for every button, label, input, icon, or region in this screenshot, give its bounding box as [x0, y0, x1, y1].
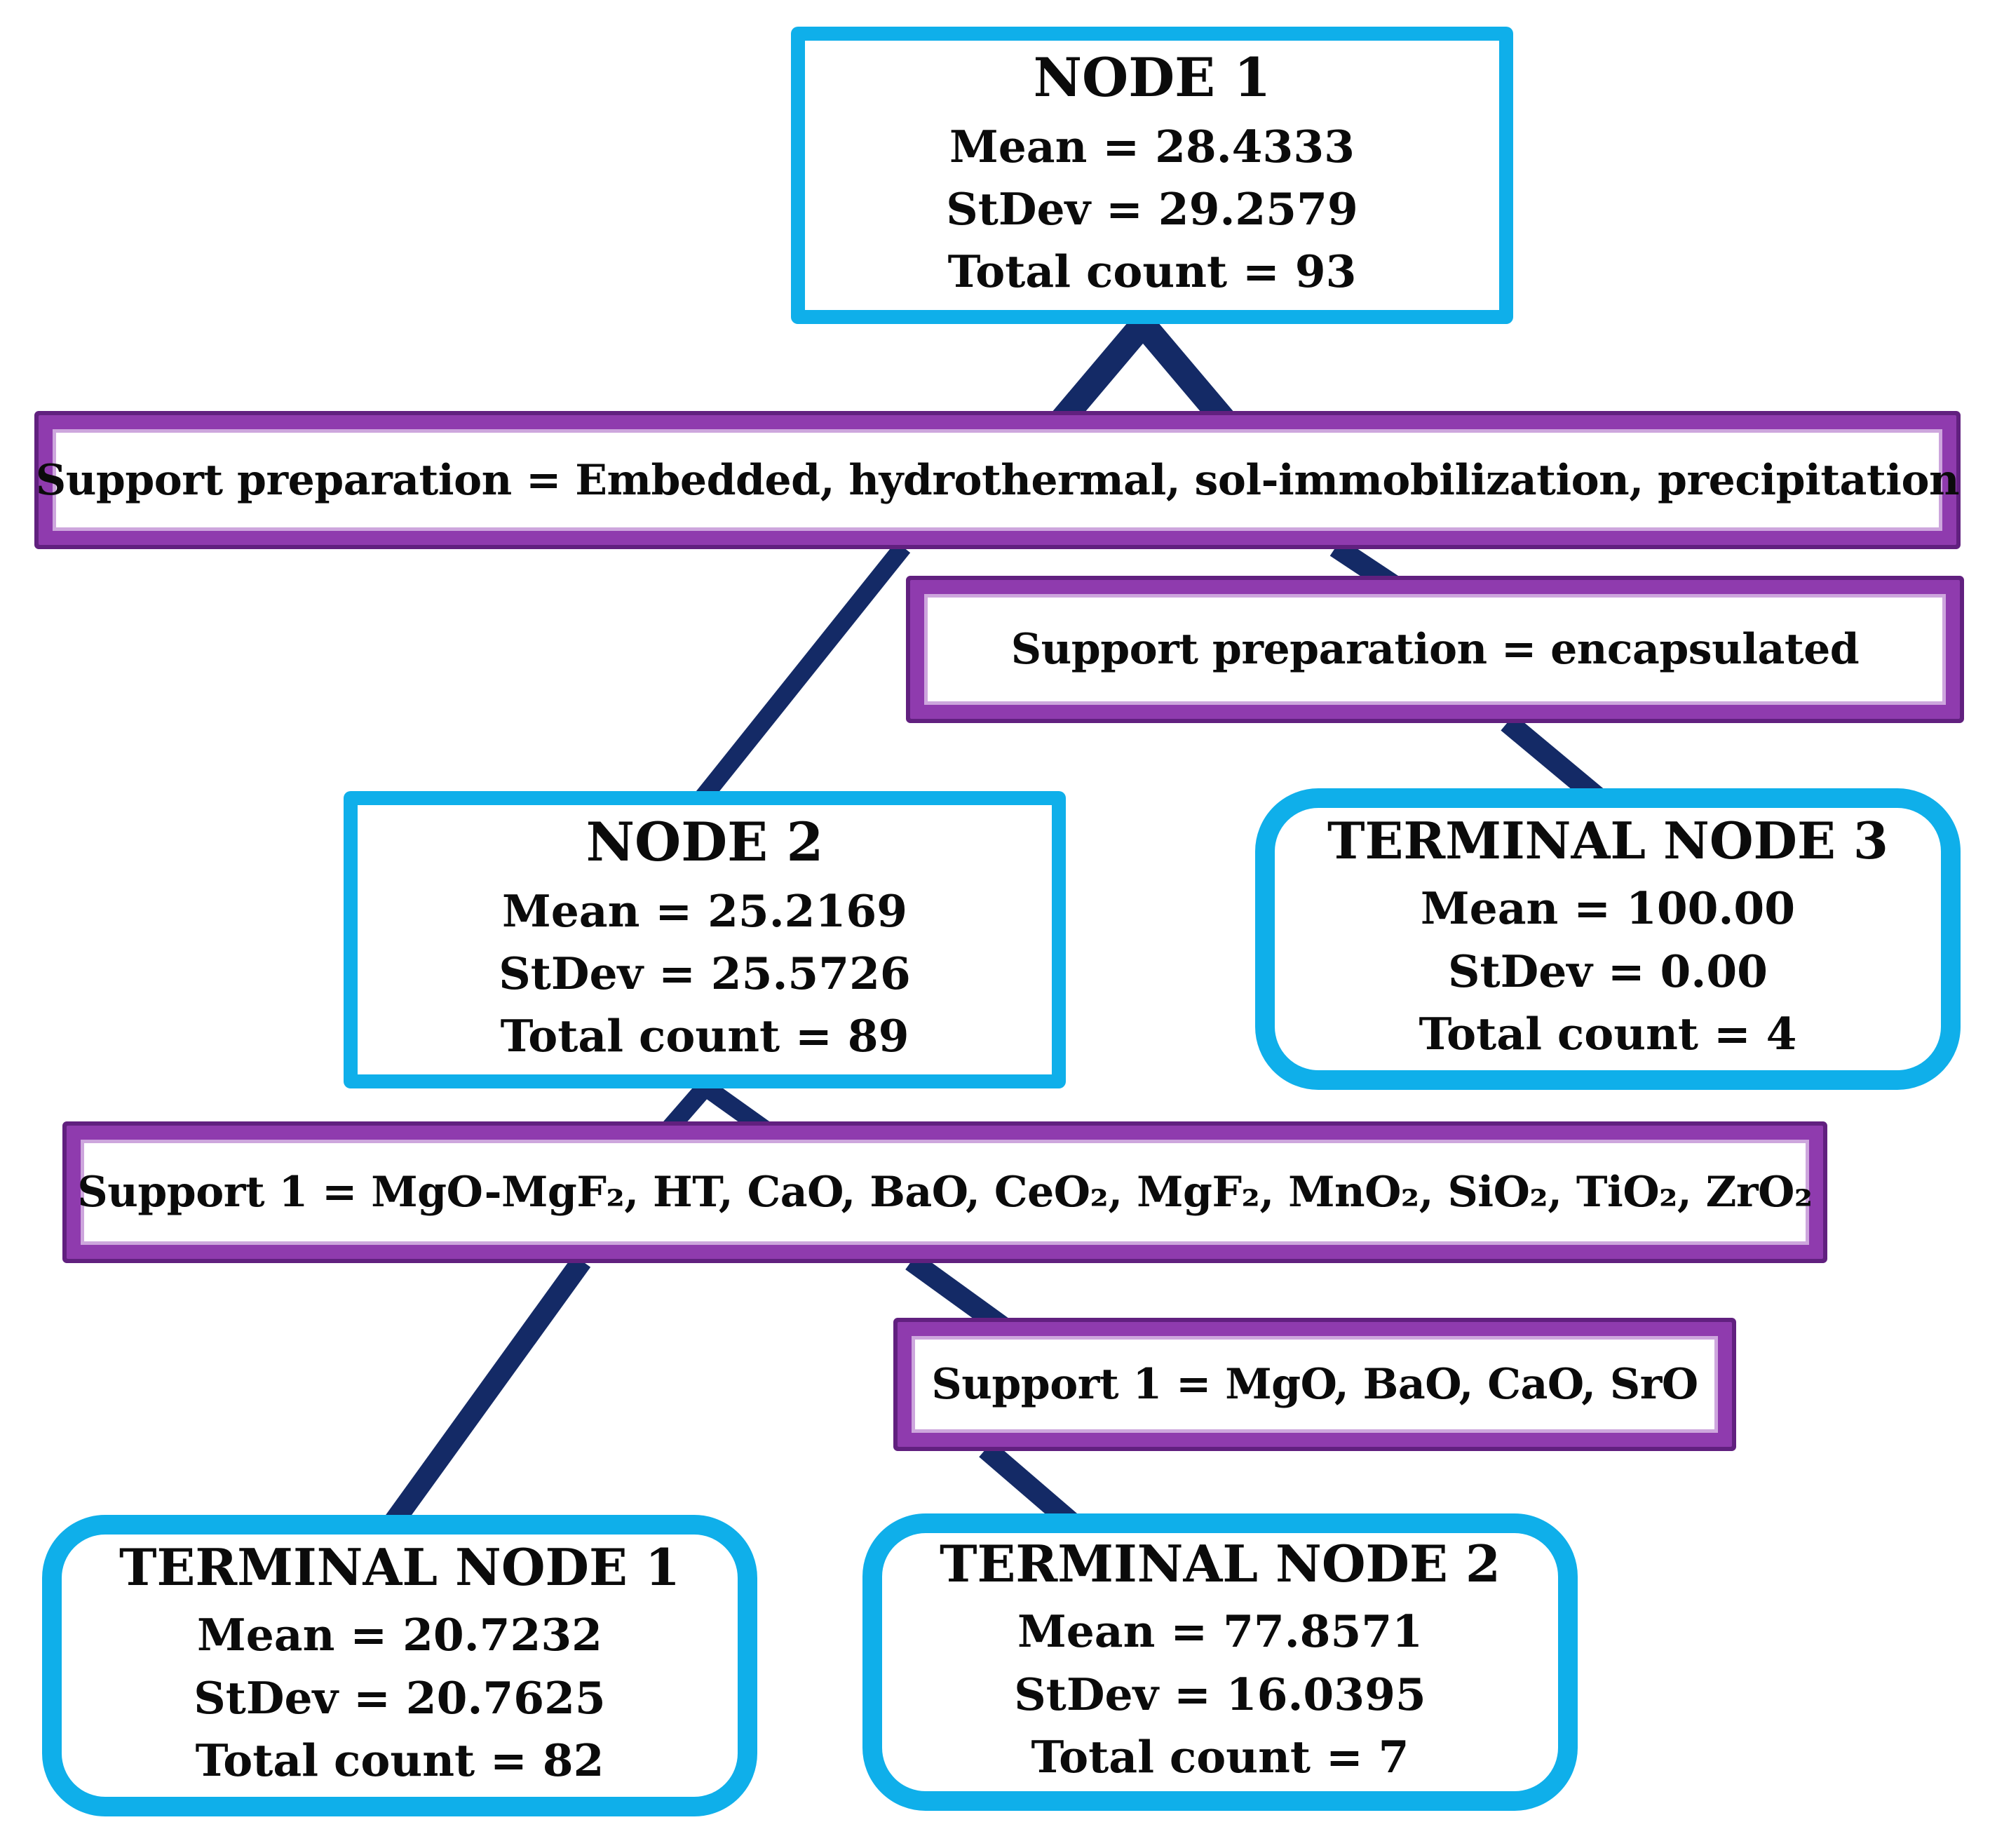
- terminal-node-2-title: TERMINAL NODE 2: [939, 1534, 1501, 1594]
- split-rule-support1-alkaline-earth: Support 1 = MgO, BaO, CaO, SrO: [898, 1322, 1732, 1447]
- split-rule-support-preparation-encapsulated: Support preparation = encapsulated: [910, 580, 1960, 719]
- edge-node2-to-split3-caret: [661, 1074, 772, 1138]
- node-2-stdev: StDev = 25.5726: [499, 947, 911, 999]
- node-1-stdev: StDev = 29.2579: [946, 182, 1358, 235]
- edge-split3-to-split4: [905, 1252, 1009, 1336]
- split-rule-label: Support preparation = encapsulated: [1010, 625, 1860, 674]
- terminal-node-1-stdev: StDev = 20.7625: [194, 1671, 606, 1724]
- split-rule-label: Support 1 = MgO-MgF₂, HT, CaO, BaO, CeO₂…: [77, 1168, 1813, 1217]
- edge-split3-to-terminal1: [384, 1255, 591, 1530]
- terminal-node-2-mean: Mean = 77.8571: [1017, 1605, 1423, 1658]
- split-rule-label: Support preparation = Embedded, hydrothe…: [35, 455, 1960, 505]
- node-1-mean: Mean = 28.4333: [949, 120, 1355, 173]
- split-rule-label: Support 1 = MgO, BaO, CaO, SrO: [931, 1360, 1698, 1409]
- terminal-node-3-mean: Mean = 100.00: [1420, 882, 1796, 935]
- terminal-node-1-mean: Mean = 20.7232: [196, 1609, 603, 1661]
- node-1: NODE 1 Mean = 28.4333 StDev = 29.2579 To…: [791, 27, 1513, 324]
- node-1-title: NODE 1: [1033, 46, 1271, 109]
- terminal-node-2-stdev: StDev = 16.0395: [1014, 1668, 1426, 1720]
- terminal-node-3: TERMINAL NODE 3 Mean = 100.00 StDev = 0.…: [1255, 788, 1961, 1090]
- terminal-node-1-title: TERMINAL NODE 1: [119, 1537, 681, 1598]
- edge-node1-to-split1-caret: [1052, 304, 1233, 428]
- split-rule-support-preparation-left: Support preparation = Embedded, hydrothe…: [35, 415, 1960, 545]
- split-rule-support1-oxides: Support 1 = MgO-MgF₂, HT, CaO, BaO, CeO₂…: [67, 1126, 1823, 1259]
- node-2-count: Total count = 89: [500, 1010, 909, 1063]
- node-2: NODE 2 Mean = 25.2169 StDev = 25.5726 To…: [344, 791, 1066, 1088]
- terminal-node-3-count: Total count = 4: [1419, 1008, 1797, 1060]
- node-2-title: NODE 2: [586, 811, 824, 874]
- terminal-node-1-count: Total count = 82: [195, 1734, 604, 1787]
- node-2-mean: Mean = 25.2169: [501, 884, 908, 937]
- terminal-node-3-title: TERMINAL NODE 3: [1327, 811, 1889, 871]
- terminal-node-2: TERMINAL NODE 2 Mean = 77.8571 StDev = 1…: [862, 1513, 1578, 1811]
- terminal-node-2-count: Total count = 7: [1031, 1731, 1409, 1783]
- edge-split1-to-split2: [1329, 538, 1400, 595]
- terminal-node-1: TERMINAL NODE 1 Mean = 20.7232 StDev = 2…: [42, 1515, 757, 1816]
- node-1-count: Total count = 93: [947, 245, 1357, 298]
- edge-split4-to-terminal2: [979, 1441, 1078, 1530]
- edge-split1-to-node2: [693, 541, 911, 806]
- terminal-node-3-stdev: StDev = 0.00: [1447, 945, 1768, 997]
- edge-split2-to-terminal3: [1501, 714, 1607, 808]
